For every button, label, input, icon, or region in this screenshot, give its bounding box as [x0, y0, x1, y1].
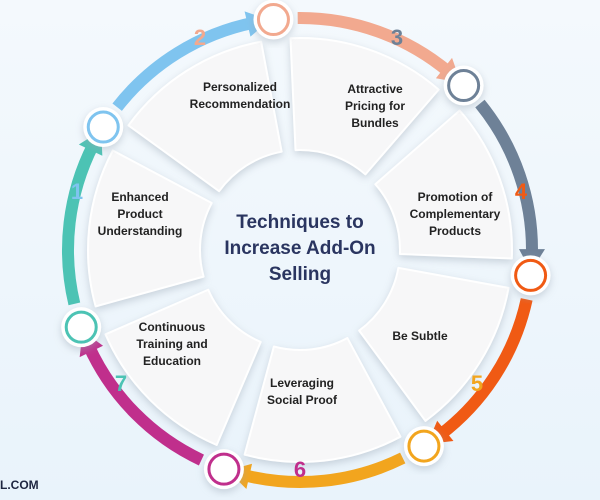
step-1-label: Enhanced Product Understanding	[97, 190, 183, 238]
step-6-label: Leveraging Social Proof	[266, 376, 337, 407]
step-3-segment	[374, 109, 513, 260]
center-title: Techniques to Increase Add-On Selling	[224, 212, 376, 285]
step-3-badge-ring	[447, 69, 481, 103]
footer-domain: L.COM	[0, 478, 39, 492]
step-1-arc	[112, 16, 255, 111]
step-4-label: Promotion of Complementary Products	[409, 190, 501, 238]
step-7-badge-ring	[64, 310, 98, 344]
step-5-arc	[241, 452, 406, 488]
step-3-number: 3	[390, 25, 404, 50]
step-4-arc	[436, 298, 533, 440]
step-7-number: 7	[114, 371, 128, 396]
step-3-label: Attractive Pricing for Bundles	[344, 82, 405, 130]
step-2-number: 2	[193, 25, 207, 50]
step-3-arc	[475, 99, 538, 256]
step-5-label: Be Subtle	[392, 329, 448, 343]
step-7-arc	[62, 141, 99, 306]
step-1-segment	[127, 40, 283, 193]
step-4-number: 4	[514, 179, 528, 204]
step-4-badge-ring	[514, 258, 548, 292]
step-4-segment	[358, 266, 510, 422]
step-6-segment	[104, 288, 262, 446]
step-7-label: Continuous Training and Education	[136, 320, 208, 368]
step-2-arc	[297, 12, 453, 77]
step-5-badge-ring	[407, 429, 441, 463]
step-6-badge-ring	[207, 452, 241, 486]
segment-ring	[87, 37, 513, 463]
step-1-number: 1	[70, 179, 84, 204]
step-6-number: 6	[293, 457, 307, 482]
step-6-arc	[83, 343, 204, 466]
step-2-segment	[289, 37, 440, 176]
number-badges	[61, 0, 551, 490]
step-7-segment	[87, 149, 213, 308]
step-2-label: Personalized Recommendation	[189, 80, 291, 111]
step-5-number: 5	[470, 371, 484, 396]
step-2-badge-ring	[256, 3, 290, 37]
step-1-badge-ring	[86, 110, 120, 144]
step-5-segment	[243, 337, 402, 463]
